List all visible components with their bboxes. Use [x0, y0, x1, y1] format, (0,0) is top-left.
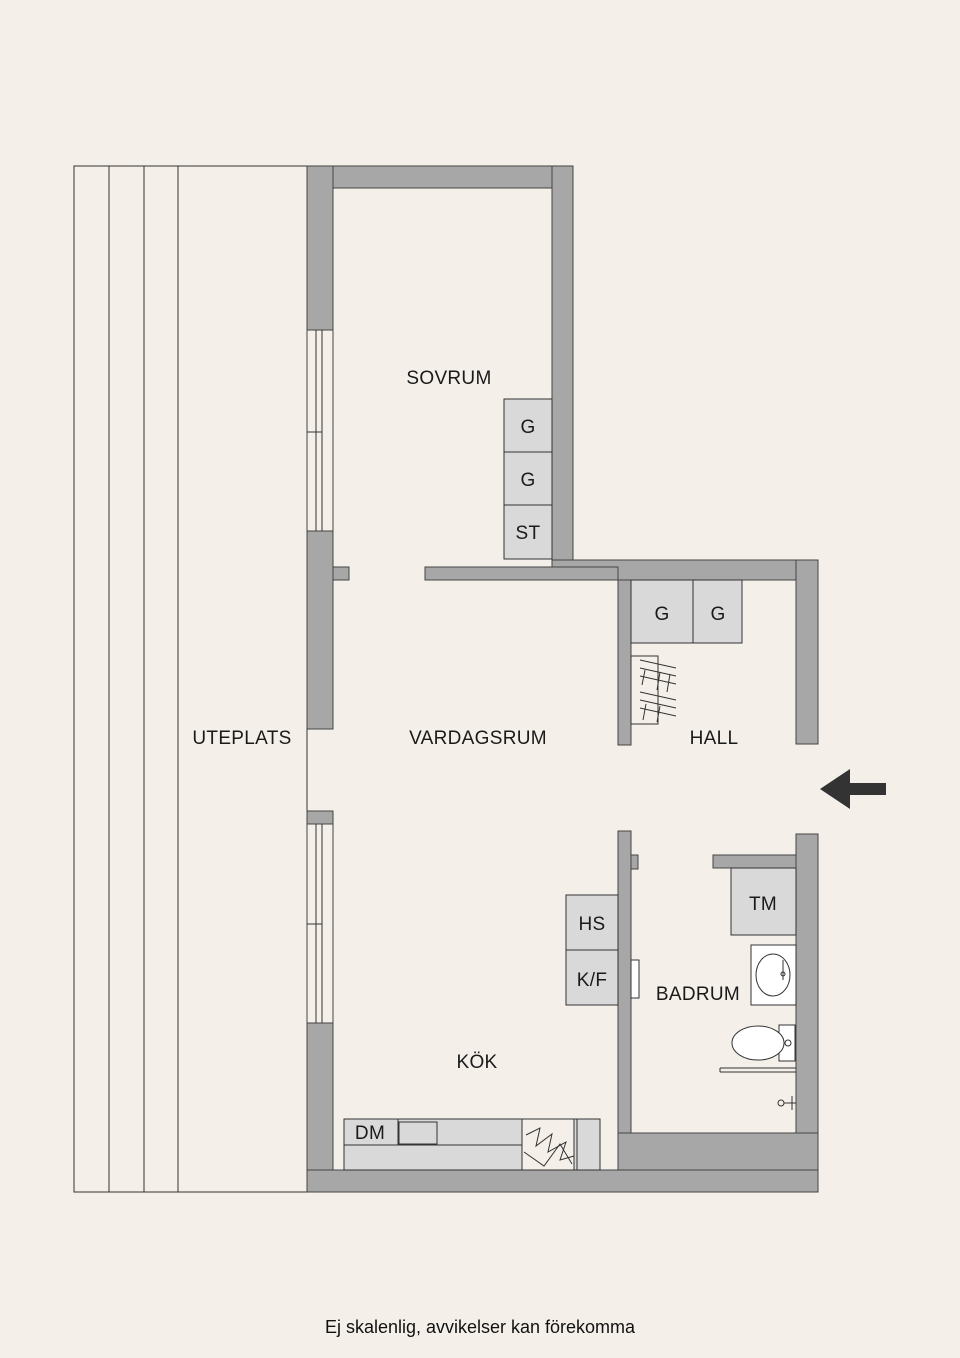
disclaimer-text: Ej skalenlig, avvikelser kan förekomma — [324, 1317, 636, 1337]
walls — [306, 165, 819, 1193]
bedroom-wardrobe-2: G — [503, 451, 553, 506]
sink-icon — [750, 944, 797, 1006]
room-label-sovrum: SOVRUM — [406, 368, 491, 389]
room-label-vardagsrum: VARDAGSRUM — [409, 728, 547, 749]
tumble-dryer-label: TM — [749, 894, 777, 915]
tumble-dryer: TM — [730, 867, 797, 936]
wall-switch-icon — [630, 959, 640, 999]
bedroom-storage-label: ST — [516, 523, 541, 544]
coat-rack-icon — [630, 655, 677, 725]
high-cabinet: HS — [565, 894, 619, 951]
hall-wardrobe-2: G — [692, 579, 743, 644]
entrance-arrow-icon — [820, 769, 886, 809]
hall-wardrobe-1-label: G — [654, 604, 669, 625]
room-label-hall: HALL — [690, 728, 739, 749]
window-kitchen — [306, 823, 334, 1024]
fridge-freezer: K/F — [565, 949, 619, 1006]
bedroom-storage: ST — [503, 504, 553, 560]
toilet-icon — [731, 1024, 796, 1062]
window-bedroom — [306, 329, 334, 532]
terrace-decking — [73, 165, 308, 1193]
dishwasher-label: DM — [355, 1123, 385, 1144]
fridge-freezer-label: K/F — [577, 970, 607, 991]
hall-wardrobe-2-label: G — [710, 604, 725, 625]
hall-wardrobe-1: G — [630, 579, 694, 644]
high-cabinet-label: HS — [579, 914, 606, 935]
room-label-badrum: BADRUM — [656, 984, 740, 1005]
bedroom-wardrobe-1: G — [503, 398, 553, 453]
bedroom-wardrobe-2-label: G — [520, 470, 535, 491]
bedroom-wardrobe-1-label: G — [520, 417, 535, 438]
stove-icon — [523, 1127, 575, 1167]
shower-icon — [719, 1067, 796, 1110]
room-label-uteplats: UTEPLATS — [192, 728, 291, 749]
room-label-kok: KÖK — [456, 1052, 497, 1073]
